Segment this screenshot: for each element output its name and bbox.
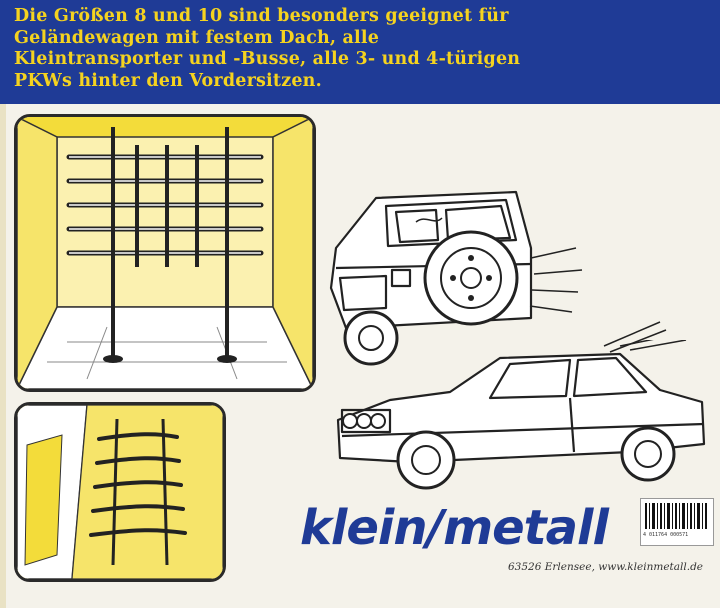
banner-line-1: Die Größen 8 und 10 sind besonders geeig…	[14, 6, 509, 26]
banner-line-2: Geländewagen mit festem Dach, alle	[14, 27, 380, 48]
banner-line-4: PKWs hinter den Vordersitzen.	[14, 70, 322, 91]
sedan-sketch	[336, 340, 706, 490]
kleinmetall-logo: klein/metall	[300, 500, 630, 560]
company-address: 63526 Erlensee, www.kleinmetall.de	[508, 561, 703, 573]
motion-lines	[603, 321, 667, 353]
offroad-vehicle-sketch	[329, 190, 583, 366]
barcode-digits: 4 011764 000571	[643, 532, 689, 538]
banner-text: Die Größen 8 und 10 sind besonders geeig…	[14, 6, 714, 92]
car-interior-grille-illustration	[14, 402, 226, 582]
logo-text: klein/metall	[300, 500, 609, 556]
barcode	[640, 498, 714, 546]
van-cargo-grille-illustration	[14, 114, 316, 392]
header-banner: Die Größen 8 und 10 sind besonders geeig…	[0, 0, 720, 104]
banner-line-3: Kleintransporter und -Busse, alle 3- und…	[14, 49, 521, 69]
left-edge	[0, 104, 6, 608]
